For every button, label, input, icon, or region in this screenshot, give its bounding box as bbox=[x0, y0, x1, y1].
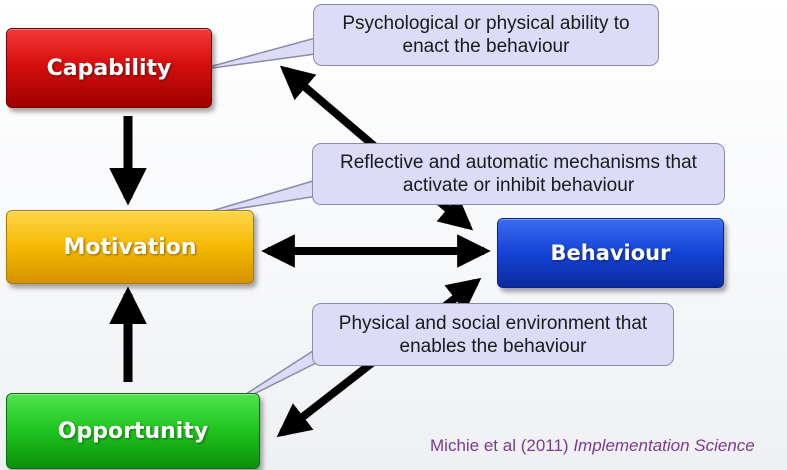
capability-node: Capability bbox=[6, 28, 212, 108]
callout-opportunity: Physical and social environment that ena… bbox=[312, 303, 674, 366]
capability-label: Capability bbox=[46, 55, 172, 81]
citation: Michie et al (2011) Implementation Scien… bbox=[430, 436, 785, 456]
motivation-label: Motivation bbox=[63, 234, 197, 260]
motivation-node: Motivation bbox=[6, 210, 254, 284]
opportunity-label: Opportunity bbox=[57, 418, 209, 444]
citation-journal: Implementation Science bbox=[573, 436, 755, 455]
opportunity-node: Opportunity bbox=[6, 393, 260, 469]
callout-opportunity-text: Physical and social environment that ena… bbox=[338, 312, 648, 357]
callout-motivation: Reflective and automatic mechanisms that… bbox=[312, 143, 725, 205]
callout-capability-text: Psychological or physical ability to ena… bbox=[342, 13, 630, 57]
callout-capability: Psychological or physical ability to ena… bbox=[313, 4, 659, 66]
callout-motivation-text: Reflective and automatic mechanisms that… bbox=[340, 152, 697, 196]
callout-pointer-capability bbox=[197, 33, 331, 71]
behaviour-node: Behaviour bbox=[497, 218, 724, 288]
behaviour-label: Behaviour bbox=[550, 241, 671, 265]
citation-authors: Michie et al (2011) bbox=[430, 436, 569, 455]
